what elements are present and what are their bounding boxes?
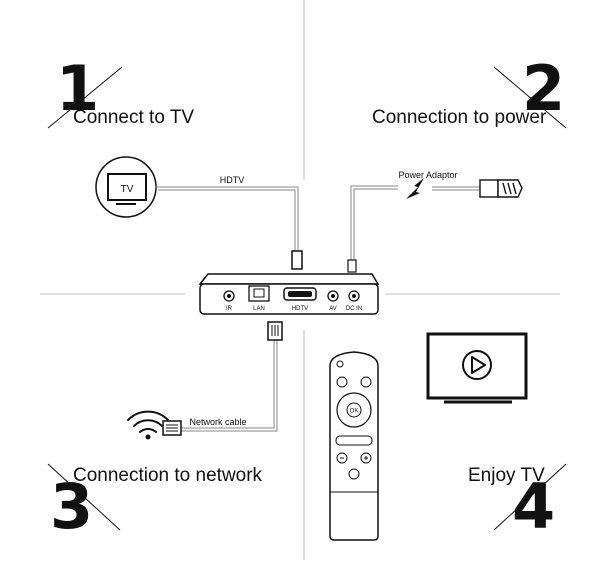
step2-label: Connection to power: [372, 107, 547, 128]
step2-slash: [493, 66, 567, 129]
hdtv-cable: [155, 186, 299, 252]
quadrant-guides: [40, 0, 560, 560]
step1-label: Connect to TV: [73, 107, 195, 128]
tv-play-icon: [426, 332, 528, 404]
remote-back-button: [335, 435, 373, 446]
step4-slash: [493, 463, 567, 531]
hdtv-cable-label: HDTV: [220, 175, 245, 185]
step3-number: 3: [50, 470, 94, 543]
remote-mic-button: [348, 468, 360, 480]
step4-number: 4: [512, 470, 556, 543]
port-ir-label: IR: [226, 306, 233, 312]
power-plug-icon: [479, 179, 523, 198]
step3-label: Connection to network: [73, 465, 263, 486]
rj45-plug-icon: [267, 321, 283, 341]
tv-circle-icon: TV: [95, 156, 157, 218]
remote-home-button: [336, 376, 348, 388]
remote-volume-button: [360, 376, 372, 388]
step2-number: 2: [522, 52, 566, 125]
remote-power-button: [336, 360, 344, 368]
remote-control: OK: [329, 351, 379, 541]
step1-number: 1: [56, 52, 100, 125]
step4-label: Enjoy TV: [468, 465, 545, 486]
power-jack-icon: [347, 259, 357, 273]
set-top-box: IR LAN HDTV AV DC IN: [198, 273, 380, 315]
rj45-end-plug-icon: [162, 420, 182, 436]
hdmi-plug-icon: [291, 250, 303, 270]
power-cable: [350, 185, 480, 262]
port-lan-label: LAN: [253, 306, 265, 312]
remote-ok-label: OK: [350, 409, 359, 415]
port-av-label: AV: [329, 306, 337, 312]
step1-slash: [47, 66, 123, 129]
lightning-icon: [406, 178, 424, 199]
port-dc-label: DC IN: [346, 306, 362, 312]
wifi-icon: [127, 410, 169, 440]
port-hdtv-label: HDTV: [292, 306, 308, 312]
step3-slash: [47, 463, 121, 531]
network-cable-label: Network cable: [189, 417, 246, 427]
network-cable: [180, 338, 278, 432]
power-adaptor-label: Power Adaptor: [398, 170, 457, 180]
tv-label: TV: [121, 184, 134, 195]
